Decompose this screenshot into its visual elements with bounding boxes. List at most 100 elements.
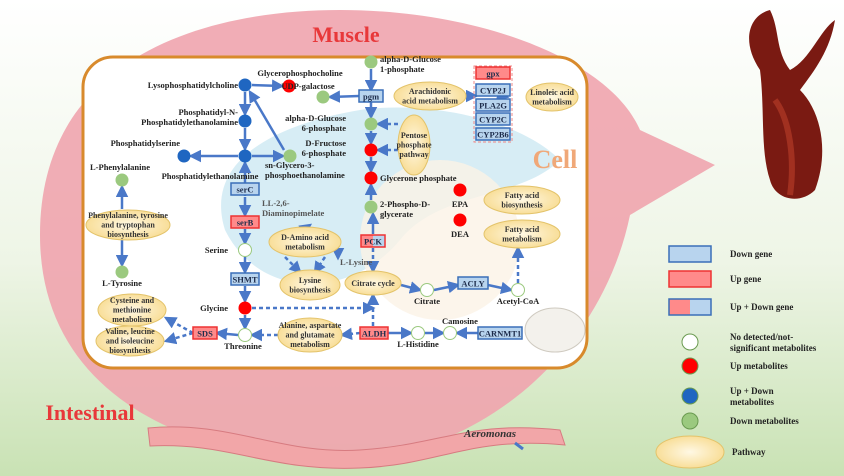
crayfish-illustration [749,10,835,199]
gene-node: SHMT [230,272,260,286]
metabolite-none-icon [238,243,252,257]
pathway-label-line: Lysine [299,276,322,285]
metabolite-label: Phosphatidylethanolamine [162,171,259,181]
legend-label-line: Up + Down [730,386,774,396]
metabolite-node: 2-Phospho-D-glycerate [364,199,430,219]
metabolite-label-line: alpha-D-Glucose [285,113,346,123]
metabolite-label: Lysophosphatidylcholine [148,80,238,90]
metabolite-updown-icon [238,149,252,163]
legend-item: Up gene [668,270,761,288]
gene-node: CYP2C [475,112,511,126]
metabolite-node: UDP-galactose [281,81,335,104]
legend-swatch [668,245,712,263]
pathway-arrow [214,327,239,341]
cell-title: Cell [533,145,578,174]
gene-node: SDS [192,326,218,340]
pathway-ellipse [344,270,402,296]
metabolite-up-icon [238,301,252,315]
gene-label: ALDH [362,329,387,339]
pathway-ellipse [95,325,165,357]
pathway-ellipse [277,317,343,353]
metabolite-label-line: L-Phenylalanine [90,162,150,172]
legend-item: Up metabolites [681,357,788,375]
pathway-label-line: metabolism [532,98,572,107]
pathway-arrow [284,256,302,274]
intestinal-title: Intestinal [45,400,134,425]
gene-node: serB [230,215,260,229]
gene-label: PCK [364,237,382,247]
metabolite-up-icon [453,213,467,227]
metabolite-label-line: 6-phosphate [302,148,347,158]
metabolite-label-line: sn-Glycero-3- [265,160,315,170]
metabolite-label: Citrate [414,296,440,306]
metabolite-none-icon [443,326,457,340]
legend-swatch-down [690,299,711,315]
pathway-arrow [433,280,461,294]
pathway-label-line: pathway [399,150,428,159]
compound-label-line: LL-2,6- [262,198,290,208]
pathway-label-line: Valine, leucine [105,327,155,336]
gene-node: gpx [475,66,511,80]
metabolite-label: Camosine [442,316,478,326]
metabolite-up-icon [282,79,296,93]
gene-label: ACLY [461,279,484,289]
metabolite-node: Glycerophosphocholine [257,68,343,93]
legend-label: Up gene [730,274,761,284]
gene-box [477,326,523,340]
pathway-label-line: Linoleic acid [530,88,574,97]
compound-label-line: Diaminopimelate [262,208,325,218]
metabolite-node: DEA [451,213,470,239]
metabolite-label-line: alpha-D-Glucose [380,54,441,64]
gene-node: CYP2B6 [475,127,511,141]
metabolite-node: Phosphatidylserine [111,138,191,163]
metabolite-down-icon [364,55,378,69]
gene-label: CYP2C [479,115,507,125]
compound-label-line: L-Lysine [340,257,372,267]
metabolite-label: sn-Glycero-3-phosphoethanolamine [265,160,345,180]
metabolite-label: 2-Phospho-D-glycerate [380,199,430,219]
metabolite-label: Acetyl-CoA [497,296,540,306]
gene-node: CARNMT1 [477,326,523,340]
gene-label: gpx [486,69,500,79]
metabolite-down-icon [364,200,378,214]
pathway-ellipse [525,82,579,112]
legend-label-line: Up + Down gene [730,302,793,312]
pathway-arrow [163,331,194,345]
pathway-label-line: methionine [113,306,152,315]
legend-metabolite-none-icon [681,333,699,351]
legend-label-line: metabolites [730,397,774,407]
metabolite-node: Lysophosphatidylcholine [148,78,252,92]
gene-label: PLA2G [479,101,507,111]
gene-box [360,234,386,248]
gene-box [475,112,511,126]
metabolite-label-line: Phosphatidylethanolamine [141,117,238,127]
pathway-label-line: biosynthesis [289,286,330,295]
legend-label-line: Up metabolites [730,361,788,371]
metabolite-label: DEA [451,229,470,239]
pathway-label-line: acid metabolism [402,97,458,106]
metabolite-label: Phosphatidylserine [111,138,181,148]
metabolite-label: Threonine [224,341,262,351]
gene-node: CYP2J [475,83,511,97]
gene-box [230,182,260,196]
gene-node: ALDH [359,326,389,340]
metabolite-label-line: Serine [205,245,228,255]
pathway-ellipse [483,185,561,215]
metabolite-label-line: Glycerophosphocholine [257,68,343,78]
metabolite-label: Serine [205,245,228,255]
pathway-arrow [163,316,194,335]
metabolite-down-icon [115,265,129,279]
pathway-label-line: Fatty acid [505,191,540,200]
gene-node: PCK [360,234,386,248]
metabolite-label-line: Phosphatidylethanolamine [162,171,259,181]
